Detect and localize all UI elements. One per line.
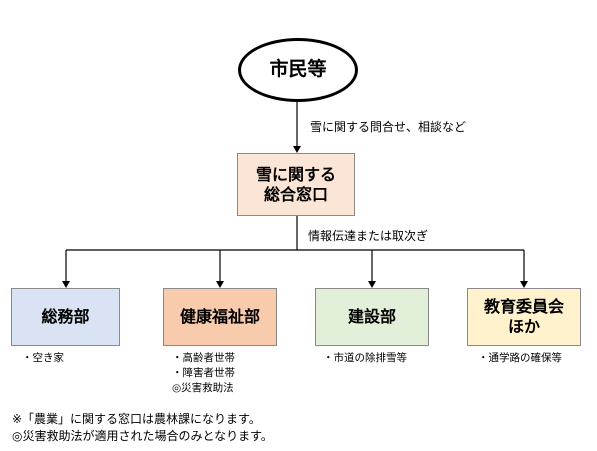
dept-health-welfare: 健康福祉部 xyxy=(163,288,277,346)
duty-item: ・市道の除排雪等 xyxy=(323,352,407,364)
health-welfare-duties: ・高齢者世帯 ・障害者世帯 ◎災害救助法 xyxy=(172,351,235,396)
information-relay-label: 情報伝達または取次ぎ xyxy=(308,229,429,243)
duty-item: ・高齢者世帯 xyxy=(172,352,235,364)
dept-education-board: 教育委員会 ほか xyxy=(467,288,581,346)
education-board-duties: ・通学路の確保等 xyxy=(478,351,562,366)
duty-item: ◎災害救助法 xyxy=(172,382,234,394)
duty-item: ・空き家 xyxy=(22,352,64,364)
dept-construction: 建設部 xyxy=(315,288,429,346)
construction-duties: ・市道の除排雪等 xyxy=(323,351,407,366)
dept-general-affairs: 総務部 xyxy=(11,288,120,346)
footnote-agriculture: ※「農業」に関する窓口は農林課になります。 xyxy=(12,412,261,426)
snow-consultation-window-node: 雪に関する 総合窓口 xyxy=(237,153,355,216)
footnotes: ※「農業」に関する窓口は農林課になります。 ◎災害救助法が適用された場合のみとな… xyxy=(12,411,273,445)
general-affairs-duties: ・空き家 xyxy=(22,351,64,366)
inquiry-label: 雪に関する問合せ、相談など xyxy=(310,120,467,134)
footnote-disaster-relief-act: ◎災害救助法が適用された場合のみとなります。 xyxy=(12,429,273,443)
citizen-node: 市民等 xyxy=(238,38,358,102)
duty-item: ・通学路の確保等 xyxy=(478,352,562,364)
duty-item: ・障害者世帯 xyxy=(172,367,235,379)
